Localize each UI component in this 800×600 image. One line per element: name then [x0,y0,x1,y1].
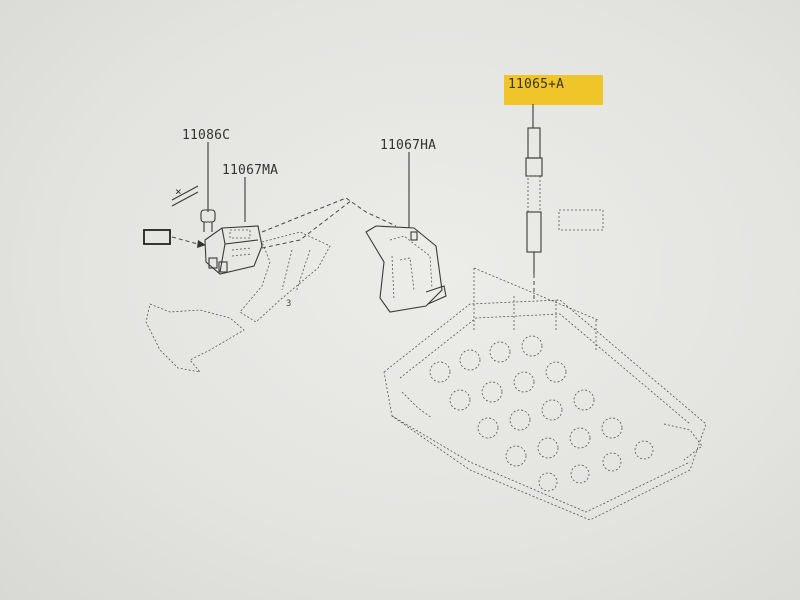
svg-text:3: 3 [286,299,291,309]
reference-box [143,229,206,248]
valve-ports [429,335,654,492]
part-label-11086c: 11086C [182,128,231,143]
cover-11067ha [365,225,447,313]
relay-module-11067ma [204,225,263,275]
mounting-bracket: 3 [145,231,331,373]
part-label-11065a-highlighted: 11065+A [504,75,603,105]
leader-lines [207,104,534,228]
glow-plug-11065a [525,127,604,300]
linkage-lines [261,197,397,249]
svg-text:×: × [175,185,182,198]
cylinder-head [383,267,707,521]
part-label-11067ha: 11067HA [380,138,437,153]
bolt-11086c: × [171,185,216,232]
part-label-11067ma: 11067MA [222,163,279,178]
